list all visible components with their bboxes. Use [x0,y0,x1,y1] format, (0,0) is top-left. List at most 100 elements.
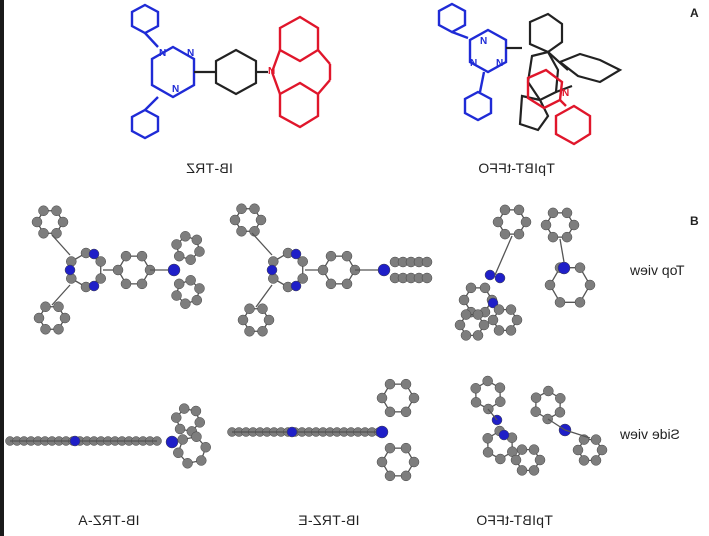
tpibt-side-r1-atom [495,396,506,407]
top-view-label: Top view [630,262,685,278]
ib-trz-e-side-d2-atom [384,442,396,454]
nitrogen-atom [290,248,302,260]
caption-tpibt-tfffo: TpIBT-tFFO [478,160,555,176]
ib-trz-top-phenyl2-atom [53,301,64,312]
caption-ib-trz-e: IB-TRZ-E [298,512,360,528]
nitrogen-atom [290,280,302,292]
nitrogen-atom [484,269,496,281]
tpibt-top-ringB-atom [547,207,559,219]
nitrogen-atom [286,426,298,438]
ib-trz-e-top-phenyl1-atom [249,226,260,237]
phenyl-ring-top [130,3,160,35]
ib-trz-e-top-phenyl1-atom [236,226,247,237]
model-bond [255,284,273,308]
ib-trz-e-side-d2-atom [384,470,396,482]
triazine-ring-r [468,28,508,74]
ib-trz-a-side-d2-atom [177,434,188,445]
ib-trz-e-top-benzene-atom [325,250,337,262]
tpibt-top-ringA-atom [492,216,504,228]
phenyl-ring-bottom-r [463,90,493,122]
ib-trz-e-side-d1-atom [408,392,420,404]
tpibt-side-r5-atom [516,444,528,455]
tpibt-side-r5-atom [528,465,540,476]
tpibt-top-ph1-atom [454,319,466,331]
ib-trz-top-phenyl2-atom [40,324,51,335]
tpibt-side-r3-atom [542,413,553,425]
panel-letter-b: B [690,214,699,228]
tpibt-top-ringA-atom [499,228,511,240]
ib-trz-e-top-phenyl2-atom [237,314,249,326]
ib-trz-a-side-d2-atom [182,458,193,469]
model-bond [251,232,273,256]
nitrogen-atom [266,264,278,276]
ib-trz-top-phenyl2-atom [40,301,51,312]
ib-trz-a-side-d1-atom [174,423,186,435]
ib-trz-top-benzene-atom [112,264,124,276]
nitrogen-atom [88,280,100,292]
tpibt-side-r3-atom [530,406,541,417]
ib-trz-a-side-d1-atom [190,405,202,417]
tpibt-top-ph2-atom [493,325,505,336]
tpibt-side-r3-atom [530,392,542,403]
tpibt-top-ph1-atom [472,330,484,341]
ib-trz-top-phenyl1-atom [38,228,49,239]
model-bond [487,408,498,421]
tpibt-side-r3-atom [555,393,566,404]
central-benzene [214,48,258,96]
carbon-atom [421,256,433,268]
model-bond [564,429,591,439]
ib-trz-e-top-phenyl1-atom [249,203,260,214]
ib-trz-e-top-triazine-atom [297,256,308,267]
ib-trz-top-phenyl1-atom [31,216,43,228]
left-border [0,0,4,536]
ib-trz-top-benzene-atom [136,278,148,290]
ib-trz-e-side-d1-atom [400,378,412,390]
ib-trz-a-side-d2-atom [173,447,184,459]
phenyl-ring-bottom [130,108,160,140]
atom-label-n6: N [470,58,478,69]
ib-trz-a-side-d1-atom [194,417,206,428]
model-bond [51,234,71,256]
ib-trz-e-top-phenyl1-atom [236,203,247,214]
tpibt-top-ph2-atom [493,304,505,315]
ib-trz-top-donor1-atom [171,239,182,250]
tpibt-side-r1-atom [482,375,493,387]
atom-label-n3: N [172,84,180,95]
atom-label-n5: N [480,36,488,47]
tpibt-top-ringB-atom [561,231,573,243]
tpibt-top-ringA-atom [499,204,511,216]
tpibt-top-ringB-atom [568,219,580,231]
ib-trz-top-phenyl1-atom [57,216,69,228]
carbon-atom [421,272,433,284]
ib-trz-top-donor1-atom [173,250,185,262]
triazine-ring [150,45,196,99]
ib-trz-e-top-phenyl2-atom [257,326,268,337]
caption-ib-trz-a: IB-TRZ-A [78,512,140,528]
model-bond [494,235,513,276]
ib-trz-top-donor2-atom [173,278,185,290]
ib-trz-top-donor1-atom [194,246,205,257]
side-view-label: Side view [620,426,680,442]
tpibt-top-ringA-atom [513,228,525,240]
ib-trz-top-benzene-atom [136,250,148,262]
ib-trz-a-side-d2-atom [191,431,202,442]
ib-trz-a-side-d1-atom [170,412,182,423]
nitrogen-atom [64,264,76,276]
ib-trz-a-side-d1-atom [178,403,190,414]
ib-trz-top-donor2-atom [180,298,191,309]
panel-letter-a: A [690,6,699,20]
tpibt-ring-4 [518,94,550,132]
ib-trz-structure [130,3,332,140]
tpibt-top-triazine-atom [458,294,470,306]
ib-trz-top-phenyl1-atom [38,205,49,216]
model-bond [547,418,566,431]
ball-stick-models [5,203,608,482]
ib-trz-top-benzene-atom [120,250,132,262]
tpibt-top-donor-atom [544,279,556,291]
ib-trz-e-side-d1-atom [384,378,396,390]
tpibt-top-ringB-atom [540,219,552,231]
tpibt-ring-2 [557,52,623,84]
nitrogen-atom [88,248,100,260]
tpibt-side-r3-atom [543,385,554,397]
ib-trz-a-side-d2-atom [200,441,211,453]
